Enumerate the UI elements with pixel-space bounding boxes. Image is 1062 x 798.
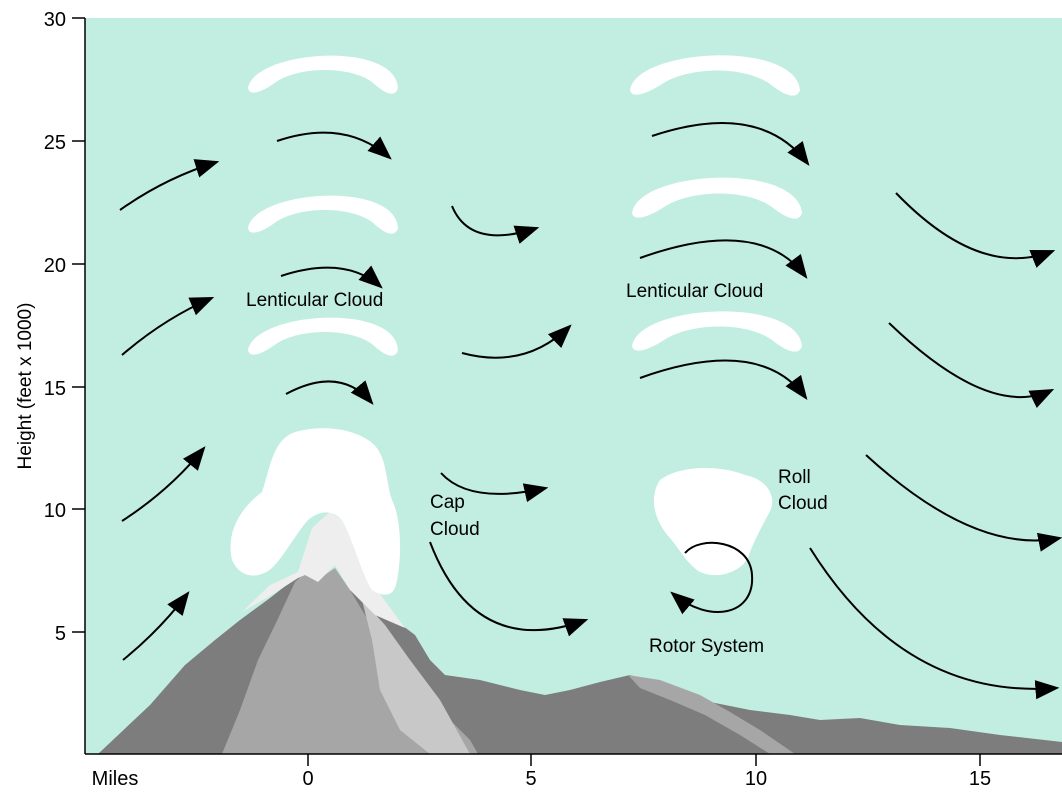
x-tick-label: 5 xyxy=(525,768,536,790)
lenticular-cloud-shape xyxy=(632,311,802,352)
y-tick-label: 10 xyxy=(44,500,66,522)
airflow-arrow xyxy=(888,322,1055,409)
airflow-arrow xyxy=(461,324,572,359)
lenticular-cloud-shape xyxy=(248,195,398,234)
airflow-arrow xyxy=(122,591,190,661)
y-tick-label: 20 xyxy=(44,255,66,277)
mountain-light xyxy=(362,600,470,754)
lenticular-clouds-right xyxy=(630,55,802,352)
lenticular-cloud-shape xyxy=(248,55,398,94)
mountain-right-slope xyxy=(628,675,795,754)
roll-cloud-label-line2: Cloud xyxy=(778,493,828,514)
airflow-arrow xyxy=(639,239,808,279)
airflow-arrow xyxy=(440,472,549,503)
x-tick-label: 10 xyxy=(745,768,767,790)
y-tick-label: 15 xyxy=(44,378,66,400)
rotor-arrow xyxy=(670,541,754,615)
x-unit-label: Miles xyxy=(92,768,139,790)
airflow-arrow xyxy=(639,359,808,400)
cap-cloud-label-line2: Cloud xyxy=(430,519,480,540)
y-tick-label: 30 xyxy=(44,9,66,31)
roll-cloud-label-line1: Roll xyxy=(778,467,811,488)
mountain-snow-cap xyxy=(242,512,405,628)
airflow-arrow xyxy=(809,547,1060,700)
cap-cloud-label-line1: Cap xyxy=(430,492,465,513)
airflow-arrow xyxy=(865,454,1062,552)
cap-cloud xyxy=(230,428,401,595)
airflow-arrow xyxy=(121,297,215,356)
y-axis-label: Height (feet x 1000) xyxy=(15,303,36,470)
x-tick-label: 0 xyxy=(302,768,313,790)
airflow-arrow xyxy=(280,265,383,289)
lenticular-cloud-shape xyxy=(248,317,398,356)
airflow-arrow xyxy=(285,380,374,405)
airflow-arrow xyxy=(121,446,206,522)
airflow-arrow xyxy=(429,541,589,637)
y-tick-label: 25 xyxy=(44,132,66,154)
roll-cloud xyxy=(653,468,773,576)
airflow-arrow xyxy=(276,131,392,160)
airflow-arrows xyxy=(119,122,1062,700)
lenticular-cloud-shape xyxy=(630,55,800,96)
mountain-range xyxy=(98,512,1062,754)
x-axis xyxy=(85,753,1062,766)
airflow-arrow xyxy=(451,205,540,244)
airflow-arrow xyxy=(895,192,1056,268)
y-axis xyxy=(72,17,86,754)
x-tick-label: 15 xyxy=(969,768,991,790)
y-tick-label: 5 xyxy=(55,623,66,645)
airflow-arrow xyxy=(119,159,220,211)
lenticular-cloud-label-left: Lenticular Cloud xyxy=(246,290,383,311)
airflow-arrow xyxy=(651,122,810,166)
rotor-system-label: Rotor System xyxy=(649,636,764,657)
lenticular-cloud-label-right: Lenticular Cloud xyxy=(626,281,763,302)
lenticular-cloud-shape xyxy=(632,177,802,219)
lenticular-clouds-left xyxy=(248,55,398,356)
